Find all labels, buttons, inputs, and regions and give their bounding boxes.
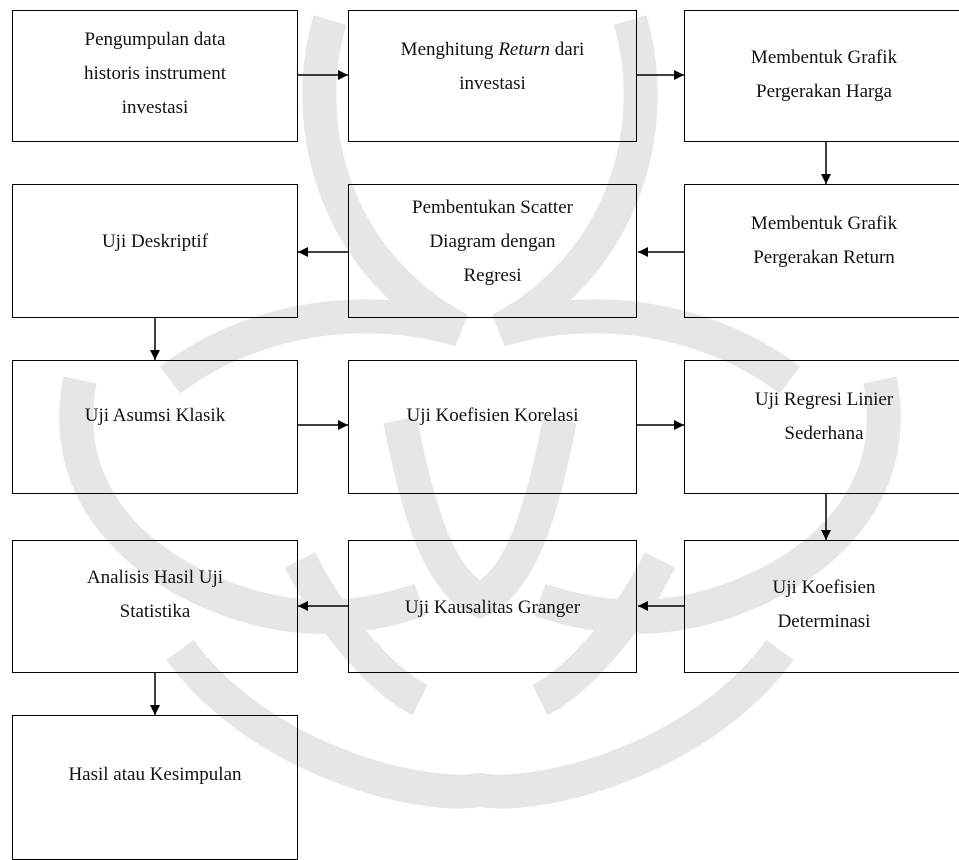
box-uji-kausalitas-granger: Uji Kausalitas Granger	[348, 540, 637, 673]
box-uji-regresi-linier: Uji Regresi Linier Sederhana	[684, 360, 959, 494]
box-label-line: Pembentukan Scatter	[412, 197, 573, 218]
box-label-line: Statistika	[119, 601, 191, 622]
box-label-line: Analisis Hasil Uji	[86, 567, 224, 588]
box-label-line: Regresi	[463, 265, 522, 286]
box-pengumpulan-data: Pengumpulan data historis instrument inv…	[12, 10, 298, 142]
box-label-segment: dari	[550, 39, 585, 60]
box-uji-koefisien-determinasi: Uji Koefisien Determinasi	[684, 540, 959, 673]
box-grafik-return: Membentuk Grafik Pergerakan Return	[684, 184, 959, 318]
box-label-line: Membentuk Grafik	[750, 47, 898, 68]
box-grafik-harga: Membentuk Grafik Pergerakan Harga	[684, 10, 959, 142]
box-uji-asumsi-klasik: Uji Asumsi Klasik	[12, 360, 298, 494]
box-label-line: investasi	[121, 97, 189, 118]
box-label-line: Pengumpulan data	[84, 29, 226, 50]
box-label-line: Pergerakan Return	[753, 247, 895, 268]
box-uji-deskriptif: Uji Deskriptif	[12, 184, 298, 318]
box-label-line: Menghitung Return dari	[349, 33, 636, 67]
box-label-line: Sederhana	[784, 423, 864, 444]
box-label-line: Uji Kausalitas Granger	[404, 597, 581, 618]
box-label-line: Hasil atau Kesimpulan	[68, 764, 242, 785]
box-label-line: Uji Deskriptif	[101, 231, 209, 252]
box-label-italic: Return	[498, 39, 551, 60]
box-label-line: Uji Regresi Linier	[754, 389, 894, 410]
box-label-line: investasi	[459, 73, 526, 94]
box-label-line: Membentuk Grafik	[750, 213, 898, 234]
box-scatter-diagram: Pembentukan Scatter Diagram dengan Regre…	[348, 184, 637, 318]
box-label-segment: Menghitung	[400, 39, 499, 60]
box-label-line: Uji Asumsi Klasik	[84, 405, 226, 426]
box-menghitung-return: Menghitung Return dari investasi	[348, 10, 637, 142]
box-hasil-kesimpulan: Hasil atau Kesimpulan	[12, 715, 298, 860]
box-uji-koefisien-korelasi: Uji Koefisien Korelasi	[348, 360, 637, 494]
box-label-line: Pergerakan Harga	[756, 81, 892, 102]
box-analisis-hasil: Analisis Hasil Uji Statistika	[12, 540, 298, 673]
box-label-line: Diagram dengan	[429, 231, 556, 252]
box-label-line: Uji Koefisien	[772, 577, 876, 598]
box-label-line: historis instrument	[84, 63, 226, 84]
box-label-line: Uji Koefisien Korelasi	[406, 405, 579, 426]
box-label-line: Determinasi	[777, 611, 871, 632]
